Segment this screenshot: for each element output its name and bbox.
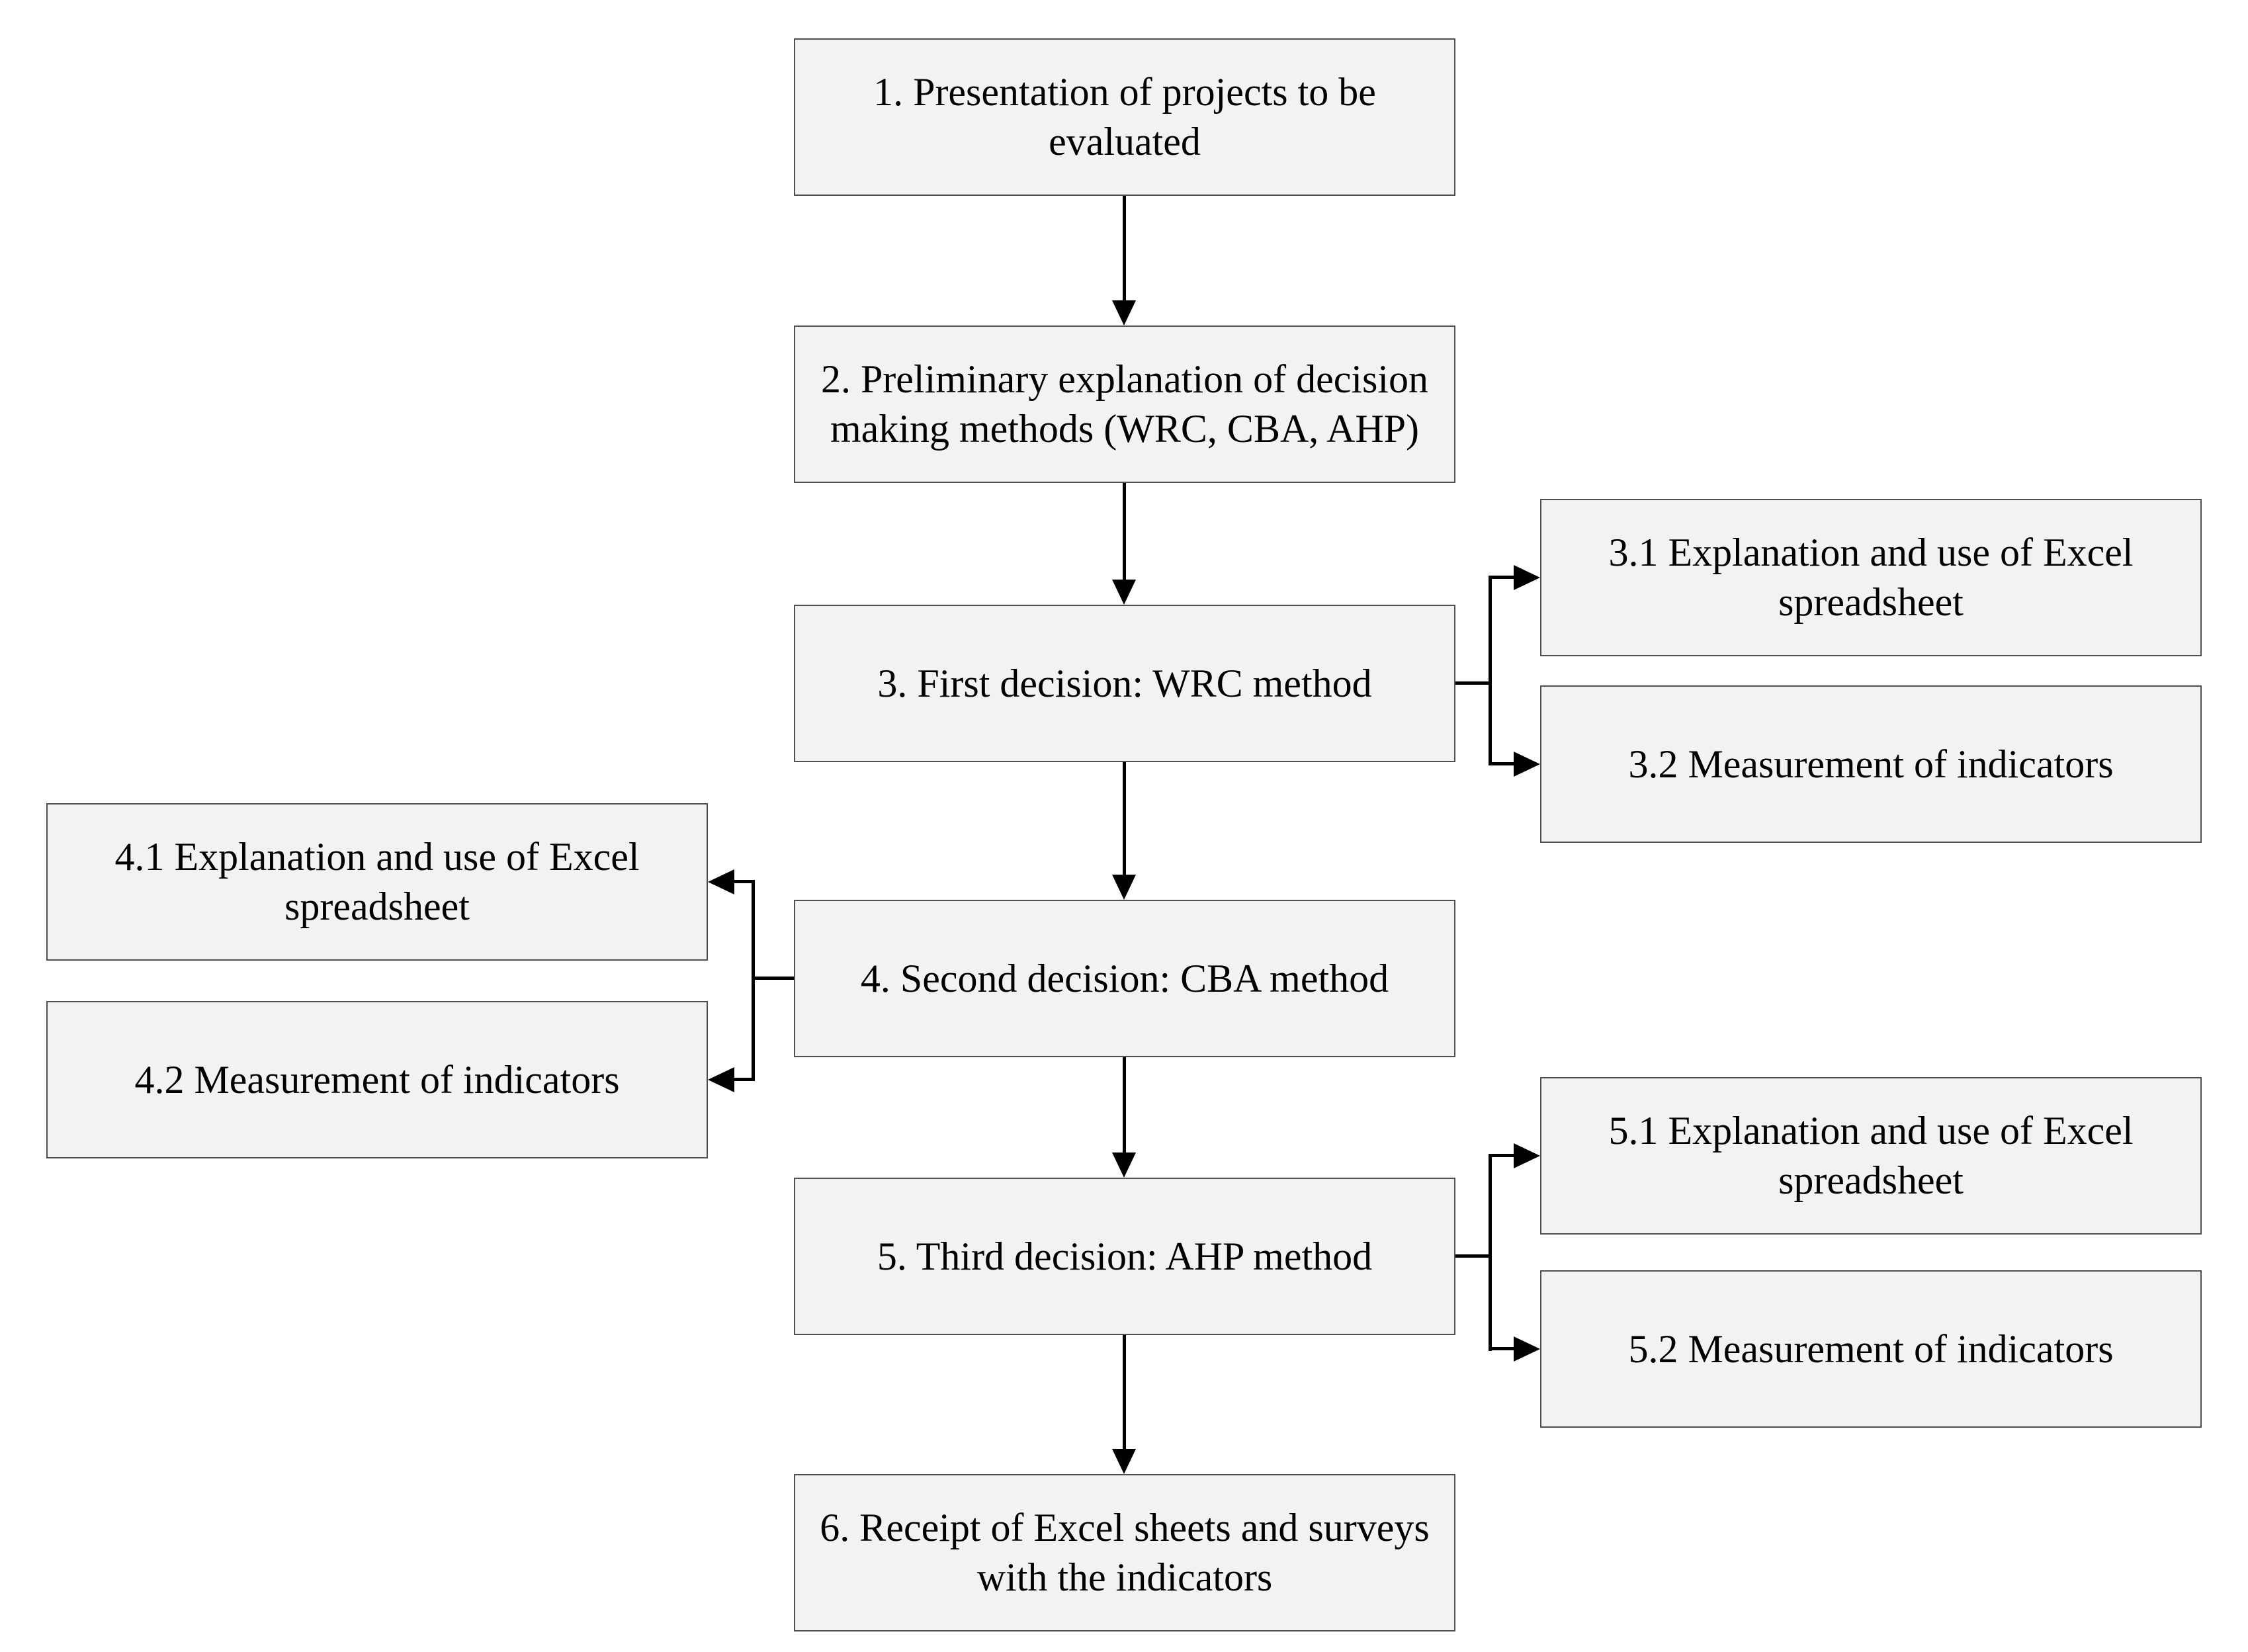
arrowhead-left-icon [708,869,734,894]
connector-5-to-6 [1123,1335,1126,1449]
flow-substep-5-2-measurement: 5.2 Measurement of indicators [1540,1270,2202,1428]
flow-substep-5-1-label: 5.1 Explanation and use of Excel spreads… [1608,1109,2134,1202]
arrowhead-down-icon [1112,1152,1136,1178]
flow-step-2-label: 2. Preliminary explanation of decision m… [820,357,1429,451]
arrowhead-left-icon [708,1067,734,1092]
flow-substep-5-1-excel-spreadsheet: 5.1 Explanation and use of Excel spreads… [1540,1077,2202,1235]
connector-4-to-4.2 [734,1078,755,1081]
flow-step-1-label: 1. Presentation of projects to be evalua… [873,70,1376,163]
flow-step-4-label: 4. Second decision: CBA method [860,956,1389,1000]
flow-step-3-first-decision-wrc: 3. First decision: WRC method [794,605,1455,762]
arrowhead-right-icon [1514,565,1540,590]
arrowhead-down-icon [1112,300,1136,326]
connector-1-to-2 [1123,196,1126,300]
connector-4-branch-stem [753,977,794,980]
flow-substep-3-1-excel-spreadsheet: 3.1 Explanation and use of Excel spreads… [1540,499,2202,656]
connector-3-to-3.2 [1489,762,1514,765]
flow-substep-3-1-label: 3.1 Explanation and use of Excel spreads… [1608,531,2134,624]
flow-step-3-label: 3. First decision: WRC method [877,661,1372,705]
flow-step-2-preliminary-explanation: 2. Preliminary explanation of decision m… [794,326,1455,483]
connector-5-to-5.1 [1489,1154,1514,1157]
flow-step-5-label: 5. Third decision: AHP method [877,1234,1373,1278]
connector-5-branch-vertical [1489,1154,1492,1351]
flow-step-5-third-decision-ahp: 5. Third decision: AHP method [794,1178,1455,1335]
flow-substep-4-1-excel-spreadsheet: 4.1 Explanation and use of Excel spreads… [46,803,708,961]
arrowhead-down-icon [1112,875,1136,900]
arrowhead-down-icon [1112,1449,1136,1474]
connector-4-branch-vertical [752,880,755,1081]
connector-3-to-3.1 [1489,576,1514,579]
flow-step-4-second-decision-cba: 4. Second decision: CBA method [794,900,1455,1057]
flow-substep-3-2-measurement: 3.2 Measurement of indicators [1540,685,2202,843]
flow-substep-4-2-measurement: 4.2 Measurement of indicators [46,1001,708,1158]
connector-5-branch-stem [1455,1254,1492,1258]
connector-3-branch-stem [1455,681,1492,685]
flow-substep-4-2-label: 4.2 Measurement of indicators [134,1057,620,1102]
connector-2-to-3 [1123,483,1126,580]
arrowhead-down-icon [1112,580,1136,605]
connector-4-to-4.1 [734,880,755,883]
flow-step-1-presentation: 1. Presentation of projects to be evalua… [794,38,1455,196]
connector-3-branch-vertical [1489,576,1492,765]
connector-3-to-4 [1123,762,1126,875]
flow-substep-3-2-label: 3.2 Measurement of indicators [1628,742,2114,786]
arrowhead-right-icon [1514,1143,1540,1168]
arrowhead-right-icon [1514,752,1540,777]
flow-step-6-receipt: 6. Receipt of Excel sheets and surveys w… [794,1474,1455,1631]
flow-substep-5-2-label: 5.2 Measurement of indicators [1628,1326,2114,1371]
connector-4-to-5 [1123,1057,1126,1152]
arrowhead-right-icon [1514,1336,1540,1362]
flow-step-6-label: 6. Receipt of Excel sheets and surveys w… [820,1506,1430,1599]
connector-5-to-5.2 [1489,1347,1514,1350]
flow-substep-4-1-label: 4.1 Explanation and use of Excel spreads… [114,835,640,928]
